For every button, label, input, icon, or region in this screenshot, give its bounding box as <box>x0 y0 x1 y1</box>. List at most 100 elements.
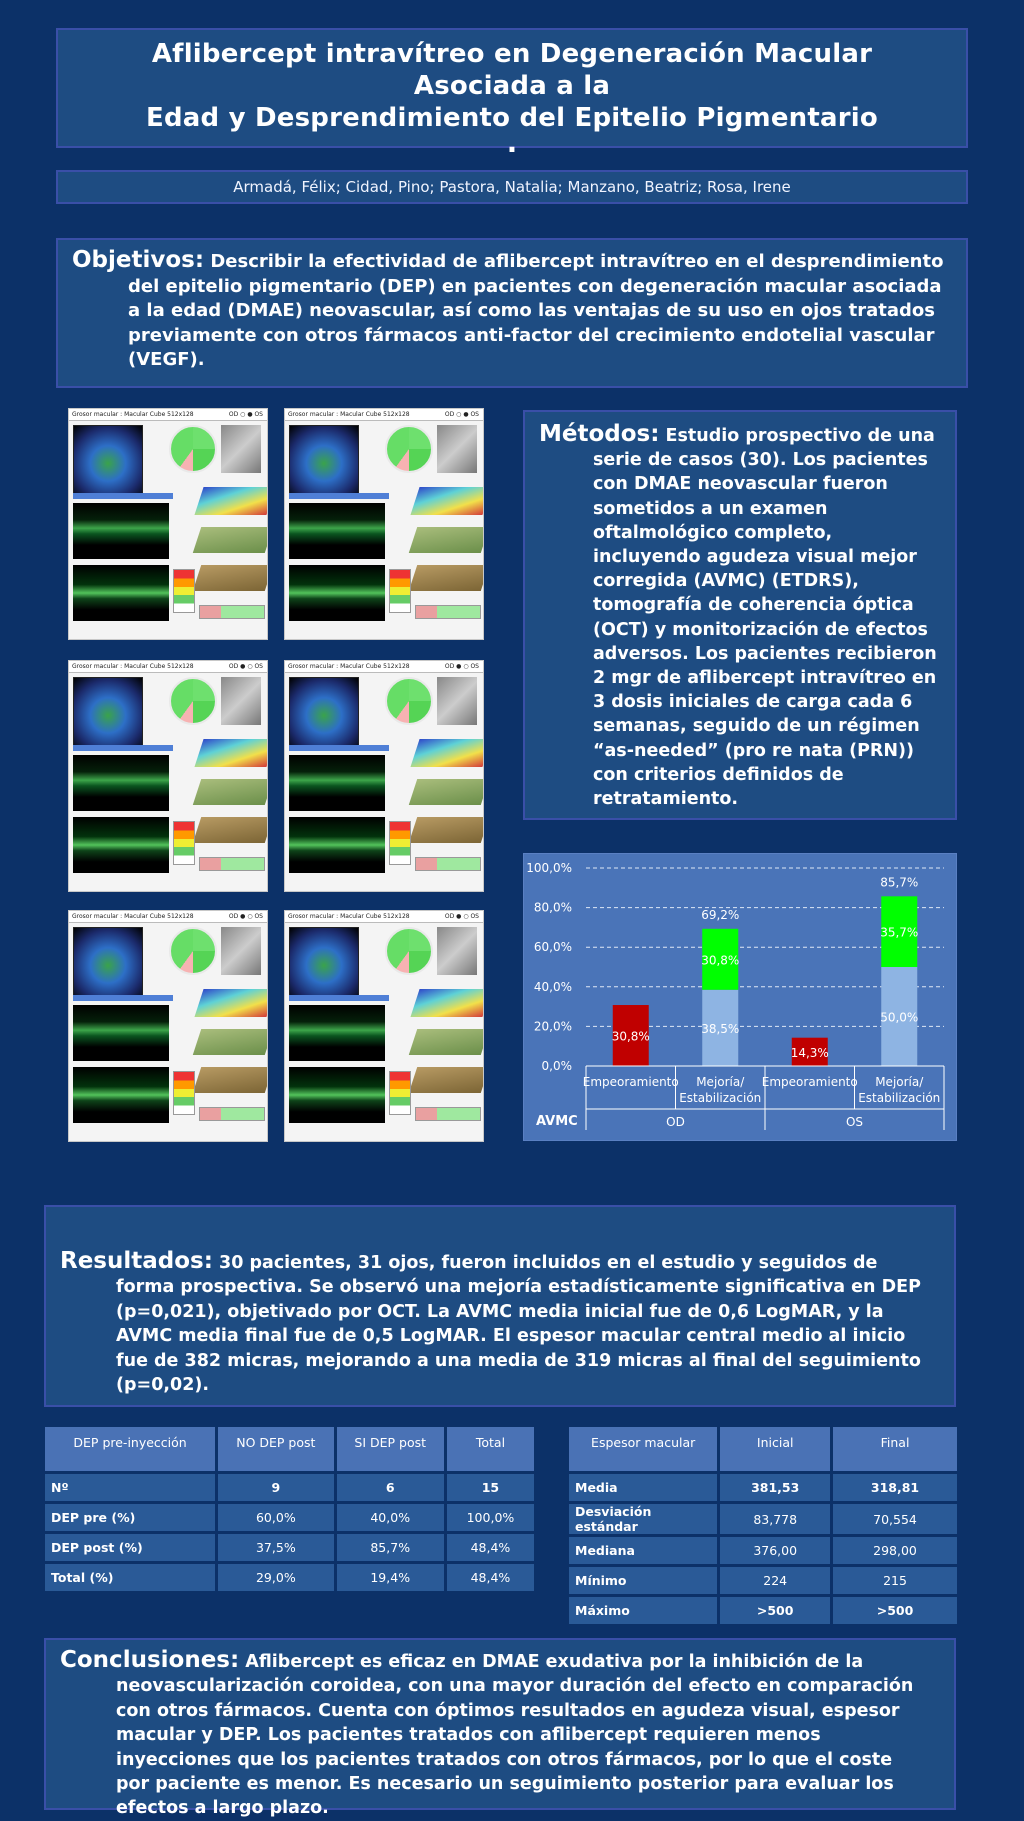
table-row: Nº 9 6 15 <box>45 1474 534 1501</box>
table-cell: 224 <box>720 1567 831 1594</box>
oct-fundus-photo <box>437 927 477 975</box>
oct-surface-rpe <box>408 527 483 553</box>
oct-values-table <box>199 1107 265 1121</box>
oct-bscan-top <box>289 503 385 559</box>
avmc-chart: 0,0%20,0%40,0%60,0%80,0%100,0%30,8%Empeo… <box>523 853 957 1141</box>
metodos-text: Estudio prospectivo de una serie de caso… <box>593 426 937 810</box>
chart-total-label: 85,7% <box>880 875 918 889</box>
chart-total-label: 69,2% <box>701 908 739 922</box>
oct-surface-rpe <box>408 779 483 805</box>
dep-table-header: DEP pre-inyección NO DEP post SI DEP pos… <box>45 1427 534 1471</box>
table-cell: 60,0% <box>218 1504 334 1531</box>
oct-fundus-map <box>289 425 359 495</box>
oct-scan-bar <box>73 493 173 499</box>
table-cell: 9 <box>218 1474 334 1501</box>
oct-bscan-bottom <box>73 565 169 621</box>
oct-surface-diff <box>192 1067 267 1093</box>
oct-thickness-map <box>169 927 217 975</box>
row-label: Nº <box>45 1474 216 1501</box>
oct-eye-indicator: OD ● ○ OS <box>228 913 263 920</box>
oct-surface-ilm <box>410 739 483 767</box>
chart-bar-segment <box>791 1037 828 1066</box>
chart-data-label: 50,0% <box>880 1011 918 1025</box>
resultados-heading: Resultados: <box>60 1248 213 1274</box>
oct-eye-indicator: OD ○ ● OS <box>228 411 263 418</box>
oct-surface-diff <box>408 1067 483 1093</box>
oct-eye-indicator: OD ● ○ OS <box>444 663 479 670</box>
oct-fundus-photo <box>221 425 261 473</box>
oct-surface-diff <box>192 565 267 591</box>
table-cell: 381,53 <box>720 1474 831 1501</box>
oct-scan-bar <box>73 995 173 1001</box>
oct-fundus-photo <box>437 677 477 725</box>
table-cell: 40,0% <box>336 1504 444 1531</box>
oct-eye-indicator: OD ○ ● OS <box>444 411 479 418</box>
chart-y-tick-label: 0,0% <box>542 1059 573 1073</box>
table-cell: 37,5% <box>218 1534 334 1561</box>
authors-box: Armadá, Félix; Cidad, Pino; Pastora, Nat… <box>56 170 968 204</box>
table-cell: 19,4% <box>336 1564 444 1591</box>
row-label: Media <box>569 1474 718 1501</box>
row-label: DEP post (%) <box>45 1534 216 1561</box>
oct-fundus-photo <box>437 425 477 473</box>
objetivos-paragraph: Objetivos: Describir la efectividad de a… <box>72 248 944 373</box>
oct-bscan-bottom <box>289 565 385 621</box>
chart-bar-segment <box>881 896 918 967</box>
title-line-1: Aflibercept intravítreo en Degeneración … <box>151 39 873 101</box>
oct-color-legend <box>173 821 195 865</box>
table-row: Desviación estándar 83,778 70,554 <box>569 1504 957 1534</box>
table-row: Máximo >500 >500 <box>569 1597 957 1624</box>
row-label: Mínimo <box>569 1567 718 1594</box>
oct-bscan-top <box>73 755 169 811</box>
row-label: Desviación estándar <box>569 1504 718 1534</box>
espesor-table-header: Espesor macular Inicial Final <box>569 1427 957 1471</box>
oct-color-legend <box>389 569 411 613</box>
conclusiones-heading: Conclusiones: <box>60 1647 240 1673</box>
oct-surface-ilm <box>194 989 267 1017</box>
table-cell: 215 <box>833 1567 957 1594</box>
oct-color-legend <box>173 569 195 613</box>
oct-bscan-top <box>289 1005 385 1061</box>
oct-eye-indicator: OD ● ○ OS <box>444 913 479 920</box>
oct-fundus-map <box>73 425 143 495</box>
oct-eye-indicator: OD ● ○ OS <box>228 663 263 670</box>
oct-color-legend <box>389 1071 411 1115</box>
chart-data-label: 30,8% <box>612 1030 650 1044</box>
oct-surface-diff <box>192 817 267 843</box>
oct-fundus-map <box>73 677 143 747</box>
table-cell: 15 <box>446 1474 534 1501</box>
oct-header-title: Grosor macular : Macular Cube 512x128 <box>288 663 410 670</box>
oct-fundus-photo <box>221 677 261 725</box>
oct-header: Grosor macular : Macular Cube 512x128 OD … <box>285 661 483 673</box>
oct-values-table <box>199 605 265 619</box>
table-cell: >500 <box>833 1597 957 1624</box>
table-cell: >500 <box>720 1597 831 1624</box>
oct-bscan-top <box>289 755 385 811</box>
row-label: DEP pre (%) <box>45 1504 216 1531</box>
metodos-heading: Métodos: <box>539 421 660 447</box>
espesor-table-header-cell: Final <box>833 1427 957 1471</box>
chart-bar-segment <box>702 989 739 1066</box>
oct-bscan-bottom <box>289 1067 385 1123</box>
table-cell: 318,81 <box>833 1474 957 1501</box>
authors: Armadá, Félix; Cidad, Pino; Pastora, Nat… <box>233 178 791 196</box>
oct-bscan-bottom <box>73 1067 169 1123</box>
oct-bscan-top <box>73 503 169 559</box>
table-cell: 83,778 <box>720 1504 831 1534</box>
oct-thickness-map <box>169 425 217 473</box>
oct-fundus-map <box>73 927 143 997</box>
table-cell: 298,00 <box>833 1537 957 1564</box>
chart-category-label: Mejoría/ <box>696 1075 745 1089</box>
row-label: Total (%) <box>45 1564 216 1591</box>
oct-fundus-photo <box>221 927 261 975</box>
dep-table-header-cell: NO DEP post <box>218 1427 334 1471</box>
oct-fundus-map <box>289 677 359 747</box>
